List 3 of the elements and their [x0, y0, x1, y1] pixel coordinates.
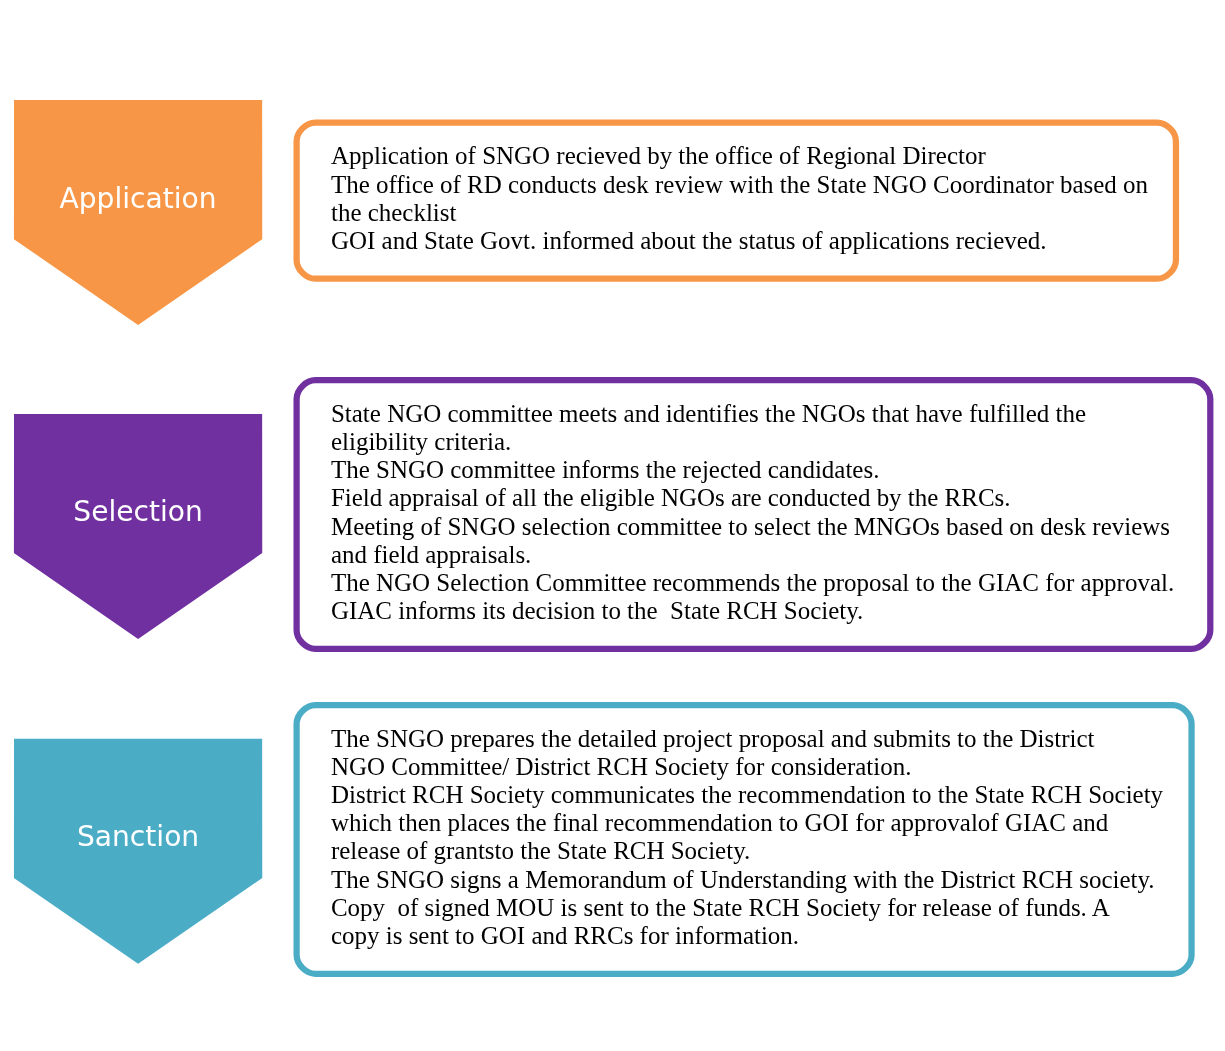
node-box: The SNGO prepares the detailed project proposal and submits to the District NGO Committee/ District RCH Society for consideration. District RCH Society communicates the recommendation to the State RCH Society which then places the final recommendation to GOI for approvalof GIAC and release of grantsto the State RCH Society. The SNGO signs a Memorandum of Understanding with the District RCH society. Copy of signed MOU is sent to the State RCH Society for release of funds. A copy is sent to GOI and RRCs for information. — [293, 702, 1195, 977]
node-box: State NGO committee meets and identifies the NGOs that have fulfilled the eligibility criteria. The SNGO committee informs the rejected candidates. Field appraisal of all the eligible NGOs are conducted by the RRCs. Meeting of SNGO selection committee to select the MNGOs based on desk reviews and field appraisals. The NGO Selection Committee recommends the proposal to the GIAC for approval. GIAC informs its decision to the State RCH Society. — [293, 377, 1214, 652]
node-box: Application of SNGO recieved by the office of Regional Director The office of RD conducts desk review with the State NGO Coordinator based on the checklist GOI and State Govt. informed about the status of applications recieved. — [293, 119, 1180, 282]
